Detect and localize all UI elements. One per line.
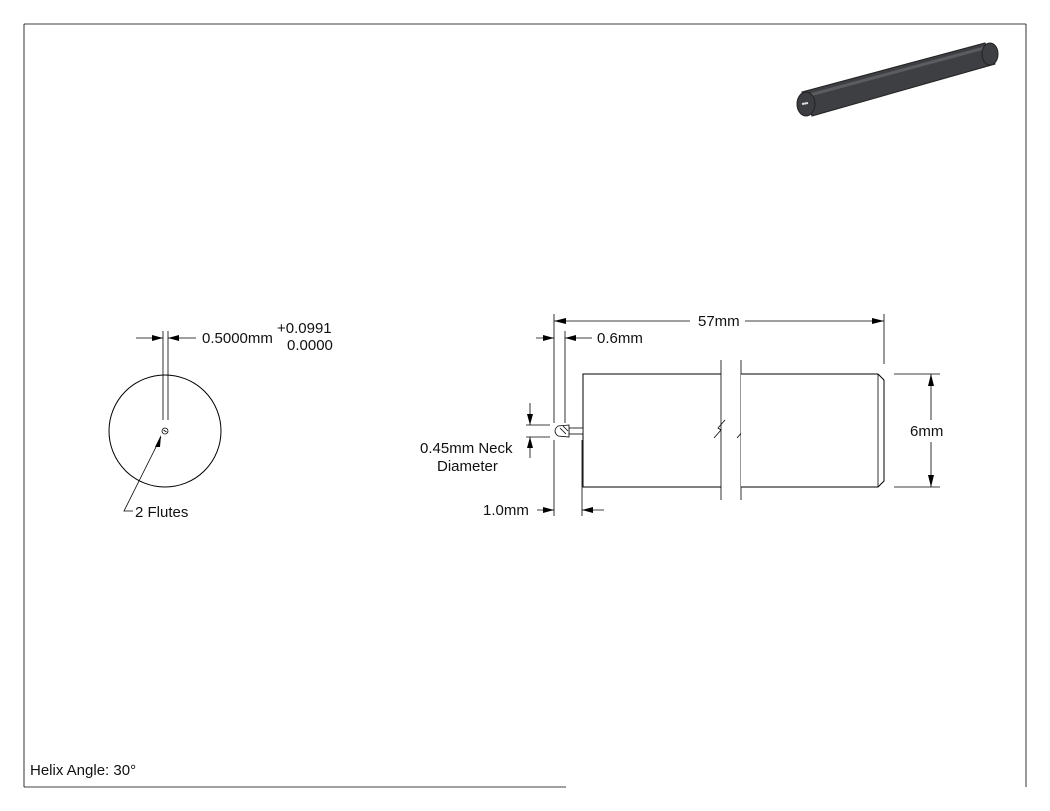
front-view: 0.5000mm +0.0991 0.0000 2 Flutes	[108, 320, 333, 521]
cutting-tip	[554, 424, 584, 438]
reach-length-label: 1.0mm	[483, 502, 529, 519]
side-view: 57mm 0.6mm 0.45mm Neck Diameter 1.0mm 6m…	[420, 313, 943, 519]
shank-right-section	[741, 373, 885, 488]
neck-label-line2: Diameter	[437, 458, 498, 475]
diameter-label: 0.5000mm	[202, 330, 273, 347]
iso-rod-far-end	[981, 42, 999, 66]
neck-label-line1: 0.45mm Neck	[420, 440, 513, 457]
tolerance-upper: +0.0991	[277, 320, 332, 337]
flutes-label: 2 Flutes	[135, 504, 188, 521]
flutes-leader	[123, 436, 162, 512]
tolerance-lower: 0.0000	[287, 337, 333, 354]
helix-angle-note: Helix Angle: 30°	[30, 762, 136, 779]
shank-left-section	[582, 373, 721, 488]
sheet-border	[23, 23, 1027, 788]
overall-length-label: 57mm	[698, 313, 740, 330]
shank-diameter-label: 6mm	[910, 423, 943, 440]
cut-length-label: 0.6mm	[597, 330, 643, 347]
iso-view-endmill	[796, 42, 999, 117]
iso-rod-highlight	[805, 45, 989, 98]
iso-rod-tip	[801, 102, 809, 105]
